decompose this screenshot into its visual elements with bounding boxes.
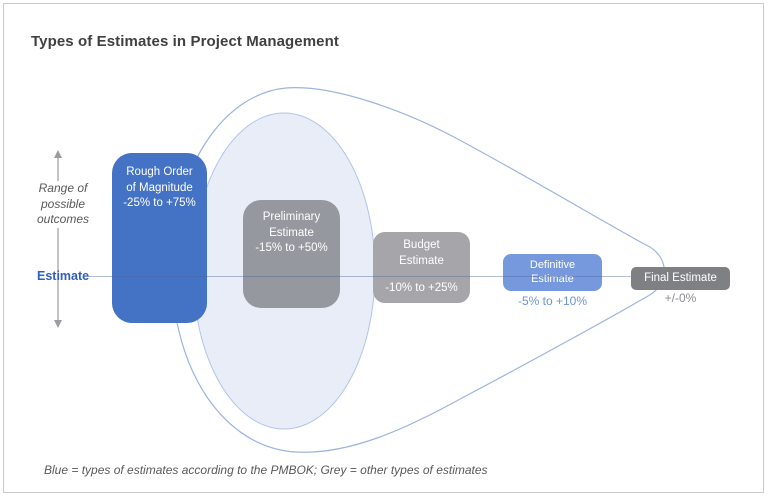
definitive-title-line2: Estimate [531,273,574,285]
definitive-title-line1: Definitive [529,259,576,271]
final-title: Final Estimate [644,272,717,284]
arrowhead-up-icon [54,150,62,158]
rom-title-line1: Rough Order [126,166,193,178]
budget-range: -10% to +25% [385,281,458,294]
estimate-box-definitive: Definitive Estimate [503,254,602,291]
preliminary-range: -15% to +50% [255,242,328,254]
estimate-box-budget: Budget Estimate -10% to +25% [373,232,470,303]
range-label-line3: outcomes [36,212,90,226]
budget-title: Budget Estimate [373,238,470,269]
preliminary-title-line2: Estimate [269,226,314,239]
range-label-line2: possible [40,196,86,211]
budget-title-line2: Estimate [399,254,444,267]
estimate-box-final: Final Estimate [631,267,730,290]
estimate-box-rough-order-of-magnitude: Rough Order of Magnitude -25% to +75% [112,153,207,323]
arrowhead-down-icon [54,320,62,328]
estimate-line [88,276,631,277]
range-label-line1: Range of [38,181,88,195]
rom-range: -25% to +75% [123,197,196,209]
budget-title-line1: Budget [403,239,440,251]
legend-caption: Blue = types of estimates according to t… [44,463,488,477]
rom-title-line2: of Magnitude [126,181,193,194]
range-of-outcomes-label: Range of possible outcomes [21,181,105,228]
preliminary-title-line1: Preliminary [262,211,321,223]
range-arrow [54,150,62,328]
page-title: Types of Estimates in Project Management [31,33,339,50]
estimate-axis-label: Estimate [37,269,90,283]
final-range: +/-0% [664,291,697,305]
estimate-box-preliminary: Preliminary Estimate -15% to +50% [243,200,340,308]
definitive-range: -5% to +10% [517,294,588,308]
